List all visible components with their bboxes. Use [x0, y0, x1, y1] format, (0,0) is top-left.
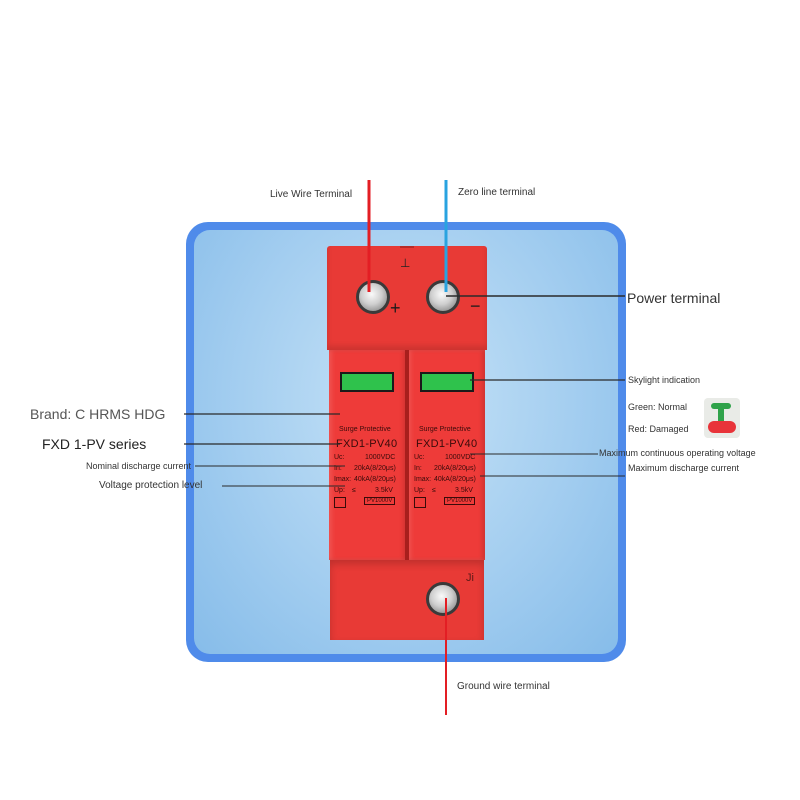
device-top-block [327, 246, 487, 350]
module-left-up-val: 3.5kV [375, 487, 393, 494]
minus-sign: − [470, 296, 481, 316]
module-left-model: FXD1-PV40 [336, 438, 398, 450]
green-normal-label: Green: Normal [628, 402, 688, 412]
series-label: FXD 1-PV series [42, 436, 147, 452]
ji-mark: Ji [466, 572, 474, 584]
module-left-uc: Uc: [334, 454, 345, 461]
module-right-code: PV1000V [444, 497, 476, 505]
indicator-window-right [420, 372, 474, 392]
module-left-header: Surge Protective [339, 426, 391, 433]
power-terminal-label: Power terminal [627, 290, 721, 306]
module-right-in: In: [414, 465, 422, 472]
module-right-header: Surge Protective [419, 426, 471, 433]
module-left-in-val: 20kA(8/20μs) [354, 465, 396, 472]
module-right-uc-val: 1000VDC [445, 454, 476, 461]
device-notch [400, 246, 414, 262]
ground-wire-label: Ground wire terminal [457, 681, 550, 692]
max-discharge-label: Maximum discharge current [628, 463, 740, 473]
module-right-in-val: 20kA(8/20μs) [434, 465, 476, 472]
indicator-legend-icon [704, 398, 740, 438]
module-divider [405, 350, 409, 560]
skylight-label: Skylight indication [628, 375, 701, 385]
live-wire-label: Live Wire Terminal [270, 189, 353, 200]
module-right-up-le: ≤ [432, 487, 436, 494]
red-damaged-label: Red: Damaged [628, 424, 689, 434]
module-right-uc: Uc: [414, 454, 425, 461]
module-left-up-le: ≤ [352, 487, 356, 494]
module-right-imax-val: 40kA(8/20μs) [434, 476, 476, 483]
module-right-model: FXD1-PV40 [416, 438, 478, 450]
voltage-protection-label: Voltage protection level [99, 480, 203, 491]
indicator-window-left [340, 372, 394, 392]
module-right-t2-icon [414, 497, 426, 508]
module-left-uc-val: 1000VDC [365, 454, 396, 461]
module-left-up: Up: [334, 487, 345, 494]
module-left-imax: Imax: [334, 476, 352, 483]
module-left-t2-icon [334, 497, 346, 508]
module-right-imax: Imax: [414, 476, 432, 483]
brand-label: Brand: C HRMS HDG [30, 406, 166, 422]
module-right-up: Up: [414, 487, 425, 494]
live-screw [356, 280, 390, 314]
module-left-code: PV1000V [364, 497, 396, 505]
plus-sign: + [390, 298, 401, 318]
nominal-discharge-label: Nominal discharge current [86, 461, 192, 471]
zero-line-label: Zero line terminal [458, 187, 536, 198]
module-right-up-val: 3.5kV [455, 487, 473, 494]
module-left-in: In: [334, 465, 342, 472]
ground-screw [426, 582, 460, 616]
zero-screw [426, 280, 460, 314]
module-left-imax-val: 40kA(8/20μs) [354, 476, 396, 483]
max-continuous-label: Maximum continuous operating voltage [599, 448, 756, 458]
ground-mark-top: ⊥ [400, 256, 411, 270]
